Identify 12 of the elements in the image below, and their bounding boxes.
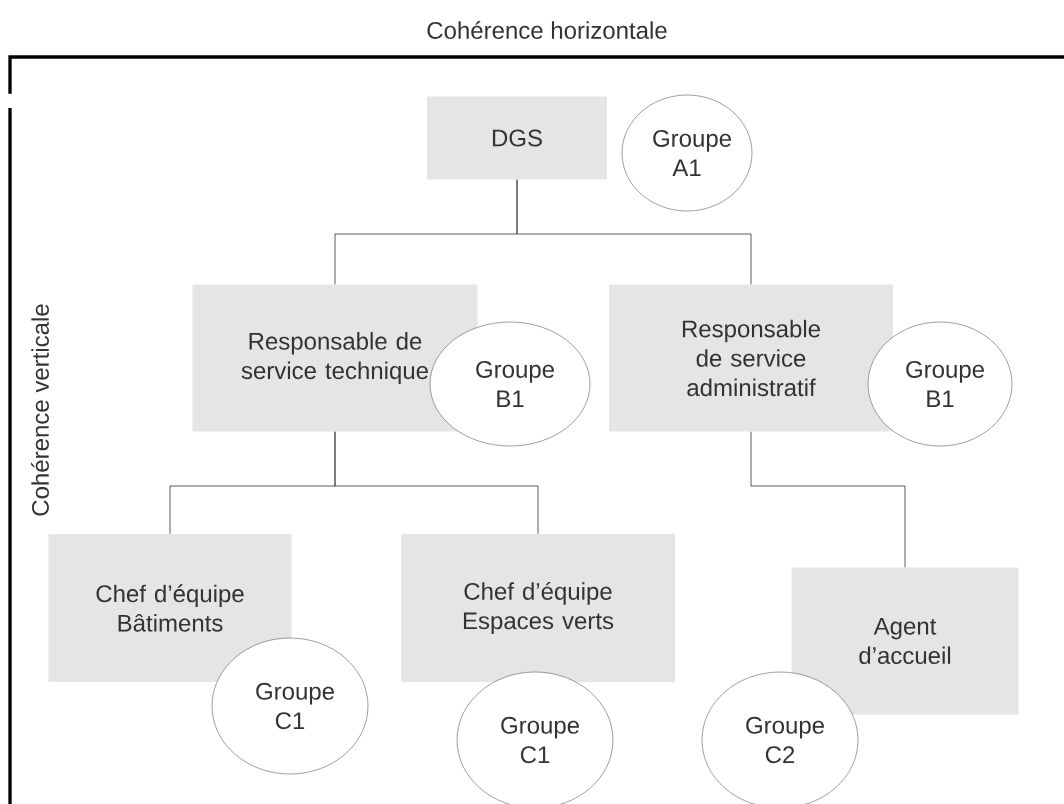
org-box: Chef d’équipe Bâtiments	[48, 534, 292, 682]
node-label: Groupe C1	[501, 716, 579, 764]
connector-line	[750, 431, 906, 568]
org-box: Agent d’accueil	[791, 567, 1019, 715]
axis-label: Cohérence horizontale	[427, 21, 667, 39]
node-label: Groupe C2	[746, 716, 824, 764]
org-box: Responsable de service administratif	[609, 284, 893, 432]
axis-label: Cohérence verticale	[31, 304, 49, 516]
org-box: Chef d’équipe Espaces verts	[401, 534, 675, 682]
connector-line	[516, 179, 752, 285]
org-box: DGS	[427, 96, 607, 180]
connector-line	[334, 431, 539, 535]
